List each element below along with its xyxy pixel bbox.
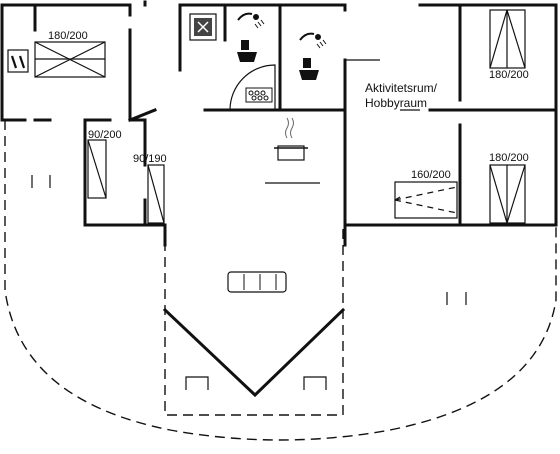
sauna-icon — [245, 87, 273, 103]
bed-size-label: 180/200 — [489, 152, 529, 164]
bed-size-label: 160/200 — [411, 169, 451, 181]
bed-right — [489, 164, 526, 224]
bed-mid-single — [147, 164, 165, 224]
terrace-markers — [31, 175, 467, 390]
bed-mid-left-single — [87, 139, 107, 199]
shower-icon — [237, 12, 265, 29]
door-swing — [229, 64, 276, 111]
sofa-icon — [227, 271, 287, 293]
bed-size-label: 180/200 — [48, 30, 88, 42]
bed-size-label: 90/190 — [133, 153, 167, 165]
whirlpool-icon — [189, 13, 217, 41]
bed-top-right — [489, 9, 526, 69]
room-label-hobby: Hobbyraum — [365, 96, 427, 110]
walls — [0, 0, 558, 247]
shower-icon — [299, 32, 327, 49]
toilet-icon — [299, 58, 319, 80]
bed-top-left — [34, 41, 106, 78]
terrace-outline — [4, 120, 557, 441]
bed-size-label: 180/200 — [489, 69, 529, 81]
living-room-bay — [162, 307, 346, 398]
lower-terrace-outline — [164, 225, 344, 416]
room-label-activity: Aktivitetsrum/ — [365, 81, 438, 95]
toilet-icon — [237, 40, 257, 62]
bed-right-double — [394, 181, 458, 219]
washer-icon — [7, 49, 29, 73]
stove-icon — [274, 117, 308, 161]
bed-size-label: 90/200 — [88, 129, 122, 141]
